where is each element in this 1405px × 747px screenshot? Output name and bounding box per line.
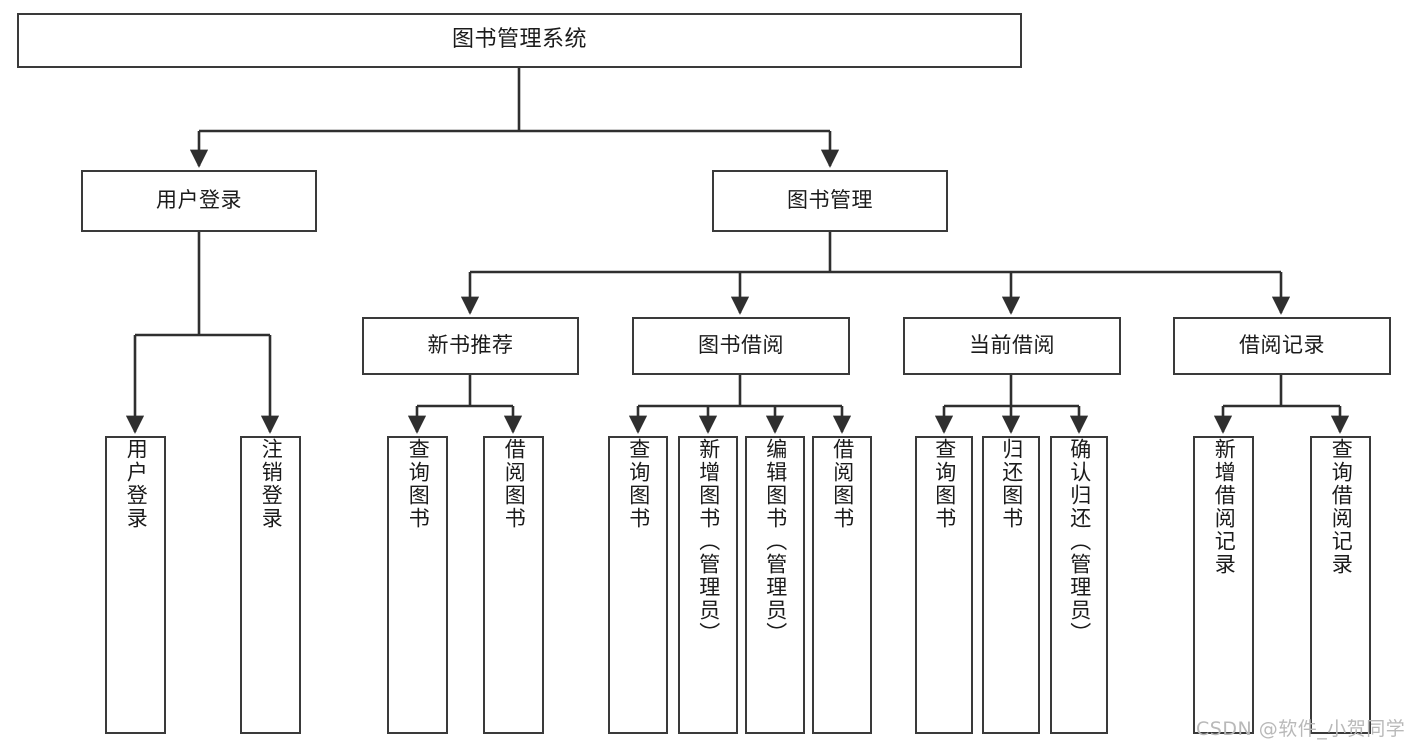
node-leaf-confirm-return-admin[interactable]: 确认归还（管理员） [1050,436,1108,734]
node-leaf-query-book-bb[interactable]: 查询图书 [608,436,668,734]
node-leaf-query-book-bb-label: 查询图书 [626,438,651,530]
node-level3-book-borrow[interactable]: 图书借阅 [632,317,850,375]
node-leaf-confirm-return-admin-label: 确认归还（管理员） [1067,438,1092,645]
node-leaf-logout[interactable]: 注销登录 [240,436,301,734]
node-level3-current-borrow[interactable]: 当前借阅 [903,317,1121,375]
node-level2-user-login-label: 用户登录 [156,188,242,213]
node-leaf-add-borrow-record[interactable]: 新增借阅记录 [1193,436,1254,734]
node-root[interactable]: 图书管理系统 [17,13,1022,68]
node-level3-book-borrow-label: 图书借阅 [698,333,784,358]
node-leaf-add-borrow-record-label: 新增借阅记录 [1212,438,1237,576]
node-leaf-query-borrow-record-label: 查询借阅记录 [1329,438,1354,576]
node-leaf-borrow-book-nb-label: 借阅图书 [502,438,527,530]
node-level2-book-management-label: 图书管理 [787,188,873,213]
node-leaf-logout-label: 注销登录 [259,438,284,530]
node-root-label: 图书管理系统 [451,27,587,53]
node-leaf-query-book-nb-label: 查询图书 [406,438,431,530]
node-leaf-edit-book-admin[interactable]: 编辑图书（管理员） [745,436,805,734]
node-leaf-query-book-nb[interactable]: 查询图书 [387,436,448,734]
node-level2-user-login[interactable]: 用户登录 [81,170,317,232]
node-level3-new-book-recommend-label: 新书推荐 [427,333,514,358]
node-level3-new-book-recommend[interactable]: 新书推荐 [362,317,579,375]
node-level2-book-management[interactable]: 图书管理 [712,170,948,232]
node-leaf-return-book[interactable]: 归还图书 [982,436,1040,734]
node-leaf-add-book-admin-label: 新增图书（管理员） [696,438,721,645]
node-leaf-user-login-label: 用户登录 [124,438,149,530]
node-leaf-return-book-label: 归还图书 [999,438,1024,530]
node-leaf-query-borrow-record[interactable]: 查询借阅记录 [1310,436,1371,734]
node-level3-borrow-record-label: 借阅记录 [1239,333,1325,358]
node-leaf-user-login[interactable]: 用户登录 [105,436,166,734]
node-leaf-borrow-book-bb[interactable]: 借阅图书 [812,436,872,734]
node-leaf-borrow-book-bb-label: 借阅图书 [830,438,855,530]
node-level3-borrow-record[interactable]: 借阅记录 [1173,317,1391,375]
node-level3-current-borrow-label: 当前借阅 [969,333,1055,358]
node-leaf-borrow-book-nb[interactable]: 借阅图书 [483,436,544,734]
node-leaf-query-book-cb-label: 查询图书 [932,438,957,530]
node-leaf-query-book-cb[interactable]: 查询图书 [915,436,973,734]
watermark-text: CSDN @软件_小贺同学 [1196,718,1405,740]
node-leaf-edit-book-admin-label: 编辑图书（管理员） [763,438,788,645]
node-leaf-add-book-admin[interactable]: 新增图书（管理员） [678,436,738,734]
